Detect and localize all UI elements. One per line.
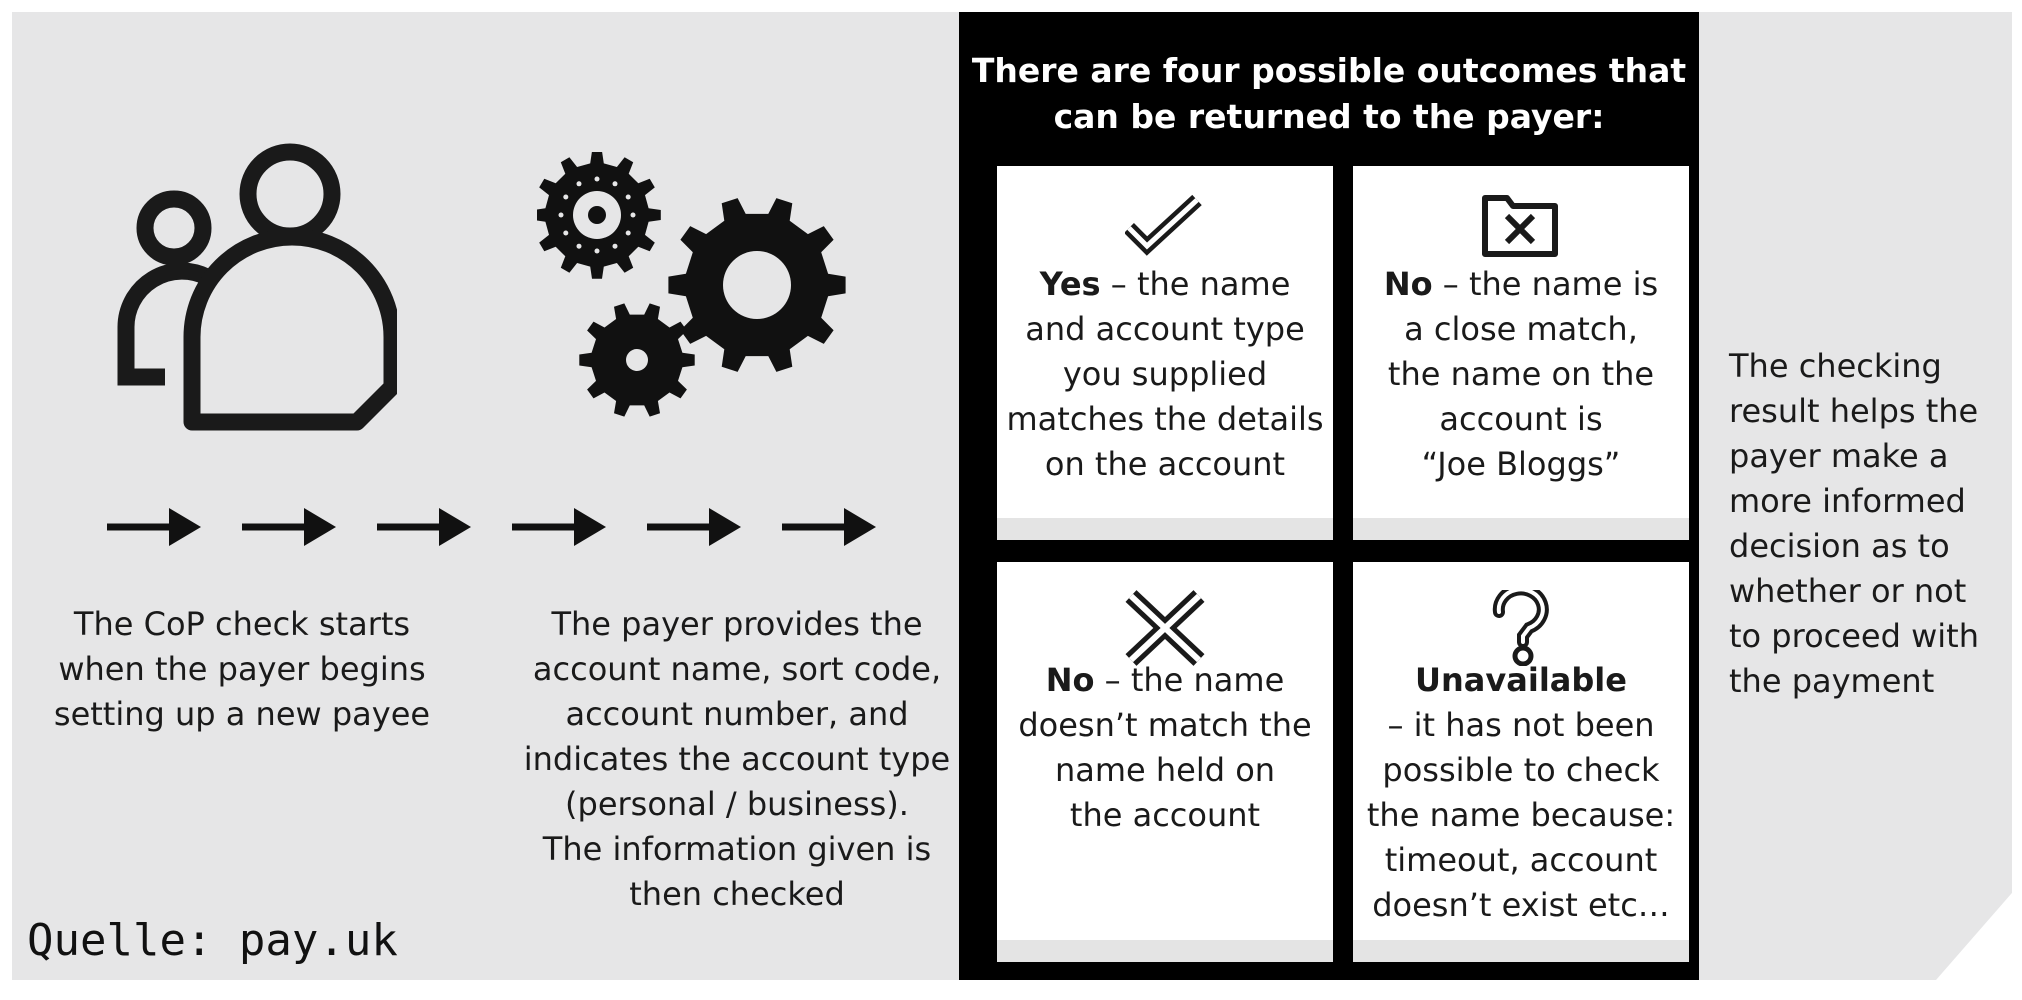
arrow-icon (107, 508, 201, 546)
text-line: you supplied (1062, 355, 1268, 393)
text-line: then checked (629, 875, 845, 913)
outcome-label: No (1383, 265, 1433, 303)
outcome-label: Yes (1039, 265, 1101, 303)
cross-icon (1125, 590, 1205, 666)
text-line: the payment (1729, 662, 1935, 700)
card-footer (997, 940, 1333, 962)
text-line: on the account (1044, 445, 1286, 483)
text-line: matches the details (1006, 400, 1324, 438)
result-caption: The checking result helps the payer make a… (1729, 344, 1979, 704)
arrow-icon (242, 508, 336, 546)
outcomes-panel: There are four possible outcomes that can… (959, 12, 1699, 980)
text-line: result helps the (1729, 392, 1979, 430)
arrow-icon (377, 508, 471, 546)
outcome-text: Yes – the name and account type you suppli… (997, 262, 1333, 487)
text-line: No – the name (1045, 661, 1285, 699)
text-line: the account (1069, 796, 1261, 834)
text-line: “Joe Bloggs” (1421, 445, 1621, 483)
outcome-card-yes: Yes – the name and account type you suppli… (997, 166, 1333, 540)
text-line: account is (1439, 400, 1603, 438)
text-line: indicates the account type (523, 740, 951, 778)
outcome-card-unavailable: Unavailable – it has not been possible to … (1353, 562, 1689, 962)
outcome-label: Unavailable (1415, 661, 1627, 699)
outcomes-title: There are four possible outcomes that can… (959, 48, 1699, 140)
folder-x-icon (1482, 195, 1558, 257)
text-line: a close match, (1404, 310, 1638, 348)
text-line: The CoP check starts (73, 605, 411, 643)
text-line: The payer provides the (551, 605, 923, 643)
text-line: Unavailable (1353, 658, 1689, 703)
text-line: account name, sort code, (532, 650, 942, 688)
gear-icon (668, 198, 846, 372)
text-line: There are four possible outcomes that (971, 51, 1687, 90)
gears-icon (537, 152, 846, 417)
arrow-icon (782, 508, 876, 546)
arrow-row (107, 508, 876, 546)
outcome-text: No – the name is a close match, the name o… (1353, 262, 1689, 487)
text-line: account number, and (565, 695, 909, 733)
text-line: – it has not been (1387, 706, 1655, 744)
outcome-text: No – the name doesn’t match the name held … (997, 658, 1333, 838)
text-line: and account type (1025, 310, 1305, 348)
card-footer (1353, 940, 1689, 962)
arrow-icon (512, 508, 606, 546)
text-line: name held on (1054, 751, 1276, 789)
card-footer (1353, 518, 1689, 540)
outcome-text: Unavailable – it has not been possible to … (1353, 658, 1689, 928)
outcome-card-no: No – the name doesn’t match the name held … (997, 562, 1333, 962)
outcome-card-close-match: No – the name is a close match, the name o… (1353, 166, 1689, 540)
start-caption: The CoP check starts when the payer begin… (52, 602, 432, 737)
text-line: when the payer begins (58, 650, 426, 688)
arrow-icon (647, 508, 741, 546)
outcome-label: No (1045, 661, 1095, 699)
text-line: possible to check (1382, 751, 1660, 789)
source-label: Quelle: pay.uk (27, 915, 398, 966)
checkmark-icon (1125, 194, 1202, 256)
text-line: No – the name is (1383, 265, 1659, 303)
text-line: can be returned to the payer: (1053, 97, 1605, 136)
text-line: the name on the (1387, 355, 1655, 393)
payer-provides-caption: The payer provides the account name, sort… (517, 602, 957, 917)
text-line: whether or not (1729, 572, 1967, 610)
text-line: timeout, account (1384, 841, 1658, 879)
text-line: to proceed with (1729, 617, 1979, 655)
gear-icon (537, 152, 661, 279)
diagram-canvas: The CoP check starts when the payer begin… (12, 12, 2012, 980)
text-line: decision as to (1729, 527, 1950, 565)
text-line: The checking (1729, 347, 1942, 385)
text-line: The information given is (542, 830, 932, 868)
card-footer (997, 518, 1333, 540)
text-line: payer make a (1729, 437, 1949, 475)
text-line: setting up a new payee (53, 695, 431, 733)
gear-icon (579, 303, 695, 417)
text-line: (personal / business). (565, 785, 909, 823)
text-line: the name because: (1366, 796, 1676, 834)
text-line: more informed (1729, 482, 1966, 520)
text-line: Yes – the name (1039, 265, 1291, 303)
users-icon (117, 143, 397, 431)
text-line: doesn’t exist etc… (1372, 886, 1670, 924)
text-line: doesn’t match the (1018, 706, 1312, 744)
question-mark-icon (1492, 590, 1549, 666)
